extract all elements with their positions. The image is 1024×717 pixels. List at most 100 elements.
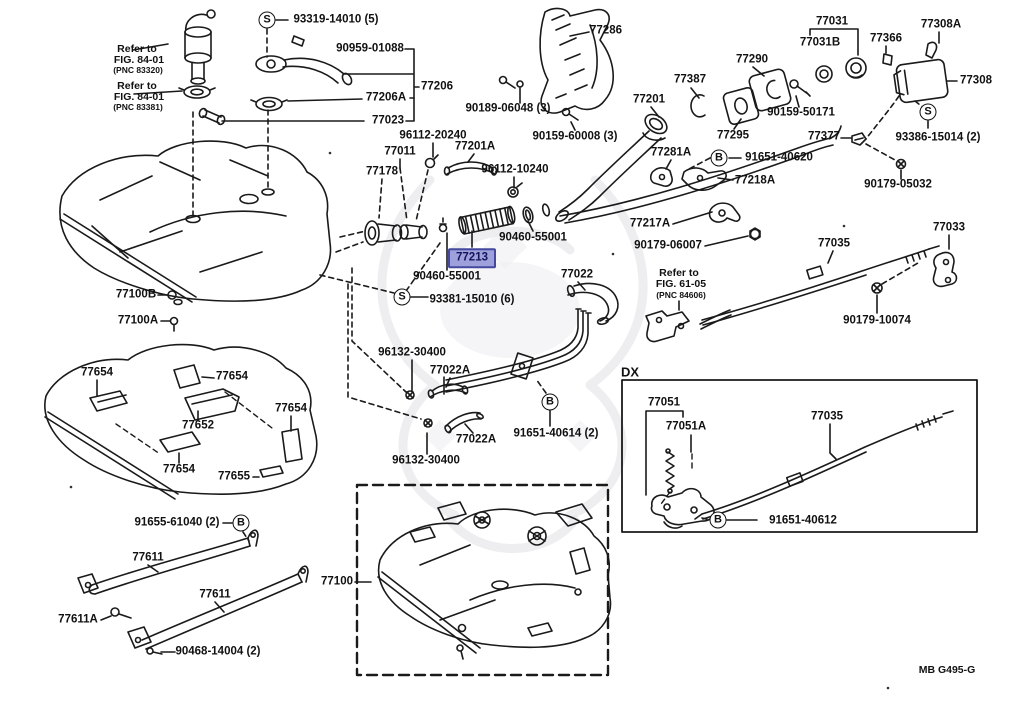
label-77031b[interactable]: 77031B [799,36,841,49]
label-77011[interactable]: 77011 [384,145,416,158]
leader-lines [96,19,958,653]
label-90159-50171[interactable]: 90159-50171 [767,106,835,119]
label-77100a[interactable]: 77100A [117,314,159,327]
label-77023[interactable]: 77023 [372,114,404,127]
shield-drawing [498,7,615,121]
label-90179-06007[interactable]: 90179-06007 [634,239,702,252]
label-77201a[interactable]: 77201A [454,140,496,153]
tank-straps-drawing [77,529,309,655]
label-90179-10074[interactable]: 90179-10074 [843,314,911,327]
label-90460-55001[interactable]: 90460-55001 [413,270,481,283]
label-77295[interactable]: 77295 [717,129,749,142]
label-96132-30400-upper[interactable]: 96132-30400 [378,346,446,359]
label-91655-61040-2[interactable]: 91655-61040 (2) [134,516,220,529]
label-91651-40614-2[interactable]: 91651-40614 (2) [513,427,599,440]
tank-protector-drawing [44,343,318,500]
label-90179-05032[interactable]: 90179-05032 [864,178,932,191]
label-77218a[interactable]: 77218A [734,174,776,187]
callout-s-93319[interactable]: S [258,11,276,29]
label-fig-84-01: FIG. 84-01 [113,90,165,103]
callout-b-40612[interactable]: B [709,511,727,529]
label-96132-30400-lower[interactable]: 96132-30400 [392,454,460,467]
label-77611a[interactable]: 77611A [58,613,98,626]
label-77022a-upper[interactable]: 77022A [429,364,471,377]
label-77654-d[interactable]: 77654 [163,463,195,476]
label-77206a[interactable]: 77206A [365,91,407,104]
label-77281a[interactable]: 77281A [650,146,692,159]
callout-s-93386[interactable]: S [919,103,937,121]
watermark [377,175,648,553]
label-77178[interactable]: 77178 [366,165,398,178]
label-91651-40612[interactable]: 91651-40612 [769,514,837,527]
callout-b-40614[interactable]: B [541,393,559,411]
label-77308a[interactable]: 77308A [920,18,962,31]
label-77033[interactable]: 77033 [933,221,965,234]
label-90189-06048-3[interactable]: 90189-06048 (3) [465,102,551,115]
label-93381-15010-6[interactable]: 93381-15010 (6) [429,293,515,306]
breather-tube-drawing [559,125,842,241]
label-77652[interactable]: 77652 [182,419,214,432]
label-90468-14004-2[interactable]: 90468-14004 (2) [175,645,261,658]
label-refer-to: Refer to [117,79,157,92]
fuel-tank-drawing [59,140,332,332]
label-77100b[interactable]: 77100B [115,288,157,301]
label-77655[interactable]: 77655 [218,470,250,483]
fuel-pump-drawing [178,9,216,99]
callout-b-40620[interactable]: B [710,149,728,167]
label-77286[interactable]: 77286 [590,24,622,37]
label-77031[interactable]: 77031 [816,15,848,28]
label-pnc-83381: (PNC 83381) [113,101,163,112]
label-77654-c[interactable]: 77654 [275,402,307,415]
sender-gauge-drawing [198,35,353,126]
label-77377[interactable]: 77377 [808,130,840,143]
callout-s-93381[interactable]: S [393,288,411,306]
label-pnc-84606: (PNC 84606) [656,289,706,300]
label-refer-to: Refer to [659,266,699,279]
label-93319-14010-5[interactable]: 93319-14010 (5) [293,13,379,26]
label-77206[interactable]: 77206 [421,80,453,93]
label-refer-to: Refer to [117,42,157,55]
label-pnc-83320: (PNC 83320) [113,64,163,75]
callout-b-91655[interactable]: B [232,514,250,532]
label-96112-10240[interactable]: 96112-10240 [481,163,549,176]
label-77290[interactable]: 77290 [736,53,768,66]
filler-small-parts-drawing [690,41,949,170]
label-77308[interactable]: 77308 [960,74,992,87]
label-90959-01088[interactable]: 90959-01088 [336,42,404,55]
label-77213-highlighted[interactable]: 77213 [448,248,496,268]
label-77217a[interactable]: 77217A [629,217,671,230]
specks [69,151,890,690]
label-96112-20240[interactable]: 96112-20240 [399,129,467,142]
label-77366[interactable]: 77366 [870,32,902,45]
label-77611-upper[interactable]: 77611 [132,551,164,564]
label-77022a-lower[interactable]: 77022A [455,433,497,446]
label-77387[interactable]: 77387 [674,73,706,86]
label-77051[interactable]: 77051 [648,396,680,409]
hose-joint-drawing [364,154,619,326]
label-dx: DX [620,364,640,380]
label-90460-55001[interactable]: 90460-55001 [499,231,567,244]
label-mb-g495-g: MB G495-G [918,663,976,676]
filler-pipe-drawing [555,113,668,222]
lock-cable-drawing [645,245,958,343]
label-77654-a[interactable]: 77654 [81,366,113,379]
label-77611-lower[interactable]: 77611 [199,588,231,601]
label-77201[interactable]: 77201 [633,93,665,106]
label-77100[interactable]: 77100 [321,575,353,588]
label-fig-84-01: FIG. 84-01 [113,53,165,66]
label-91651-40620[interactable]: 91651-40620 [745,151,813,164]
label-77051a[interactable]: 77051A [665,420,707,433]
label-77035[interactable]: 77035 [818,237,850,250]
dashed-connectors [192,28,925,542]
label-90159-60008-3[interactable]: 90159-60008 (3) [532,130,618,143]
label-fig-61-05: FIG. 61-05 [655,277,707,290]
label-77022[interactable]: 77022 [561,268,593,281]
label-77654-b[interactable]: 77654 [216,370,248,383]
label-77035-dx[interactable]: 77035 [811,410,843,423]
tank-variant-boxed-drawing [355,483,612,677]
tube-bundle-drawing [405,308,592,434]
label-93386-15014-2[interactable]: 93386-15014 (2) [895,131,981,144]
